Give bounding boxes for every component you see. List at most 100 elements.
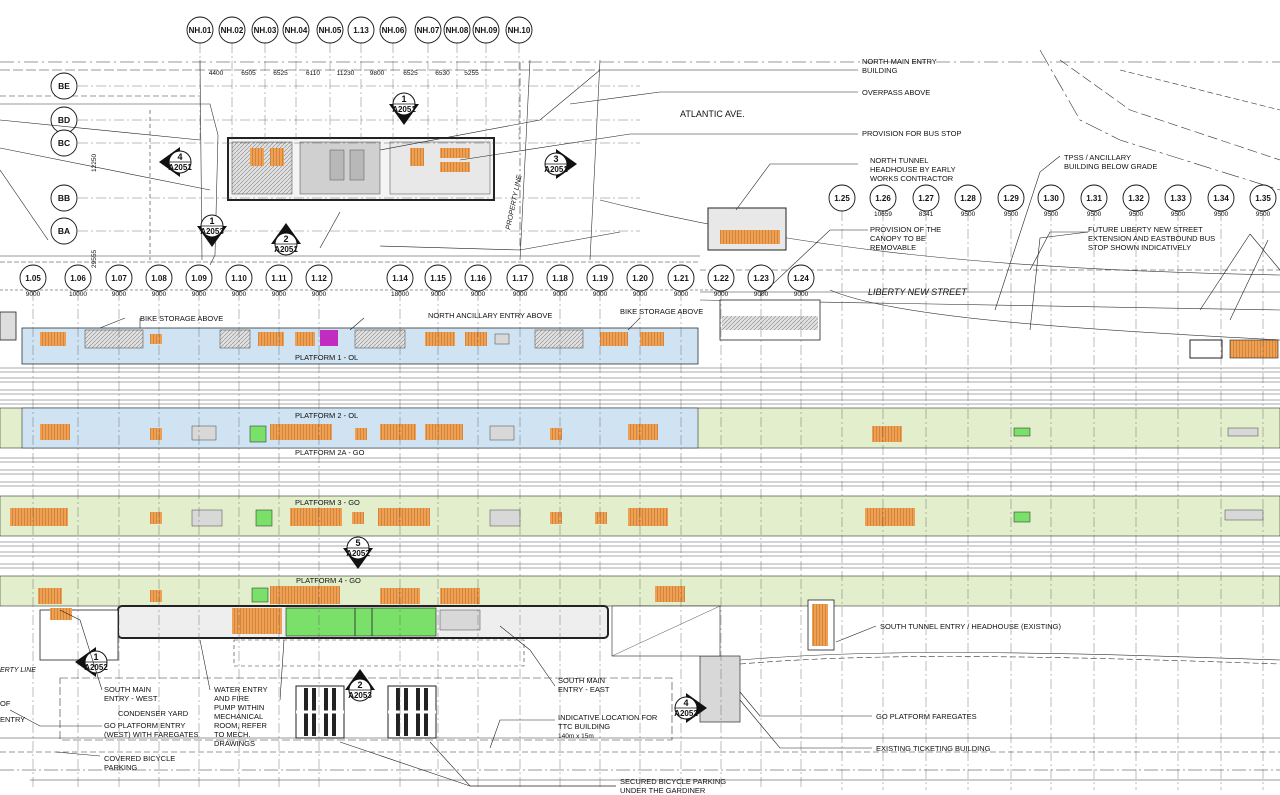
- gridline-1-27-label: 1.27: [918, 194, 934, 203]
- gridline-1-26: [869, 184, 897, 212]
- label-platform-2: PLATFORM 2 - OL: [295, 411, 358, 420]
- label-secured-bike-1: SECURED BICYCLE PARKING: [620, 777, 726, 786]
- gridline-1-29-label: 1.29: [1003, 194, 1019, 203]
- gridline-1-18-dimension: 9000: [553, 291, 568, 298]
- label-left-partial-2: ENTRY: [0, 715, 25, 724]
- label-secured-bike-2: UNDER THE GARDINER: [620, 786, 706, 795]
- section-markers: 1A20514A20513A20511A20532A20515A20521A20…: [75, 92, 707, 723]
- gridline-1-07-label: 1.07: [111, 274, 127, 283]
- section-marker-ref: A2052: [674, 709, 698, 718]
- gridline-1-28: [954, 184, 982, 212]
- dim-1-28: 9500: [961, 211, 976, 218]
- label-platform-1: PLATFORM 1 - OL: [295, 353, 358, 362]
- gridline-NH-05-label: NH.05: [319, 26, 342, 35]
- gridline-NH-09: [472, 16, 500, 44]
- label-bike-storage-east: BIKE STORAGE ABOVE: [620, 307, 703, 316]
- gridline-1-05-dimension: 9000: [26, 291, 41, 298]
- gridline-1-22-dimension: 9000: [714, 291, 729, 298]
- gridline-1-34: [1207, 184, 1235, 212]
- label-south-main-west-2: ENTRY - WEST: [104, 694, 158, 703]
- platform-4-elements: [38, 586, 685, 604]
- platform-2-elements: [40, 424, 1259, 443]
- label-canopy-2: CANOPY TO BE: [870, 234, 926, 243]
- label-south-main-west-1: SOUTH MAIN: [104, 685, 151, 694]
- dim-1-32: 9500: [1129, 211, 1144, 218]
- gridline-NH-10-label: NH.10: [508, 26, 531, 35]
- label-water-entry-6: TO MECH.: [214, 730, 251, 739]
- site-linework: [0, 49, 1280, 341]
- gridline-1-14-dimension: 18000: [391, 291, 409, 298]
- gridline-NH-03: [251, 16, 279, 44]
- gridline-1-22-label: 1.22: [713, 274, 729, 283]
- label-north-tunnel-2: HEADHOUSE BY EARLY: [870, 165, 956, 174]
- platform-3-elements: [10, 508, 1264, 527]
- gridline-1-19-label: 1.19: [592, 274, 608, 283]
- gridline-1-20-dimension: 9000: [633, 291, 648, 298]
- gridline-1-12-dimension: 9000: [312, 291, 327, 298]
- section-marker-number: 3: [553, 154, 558, 164]
- gridline-NH-07-label: NH.07: [417, 26, 440, 35]
- secured-bicycle-parking: [295, 685, 437, 739]
- gridline-1-15-label: 1.15: [430, 274, 446, 283]
- label-liberty-new-street: LIBERTY NEW STREET: [868, 287, 968, 297]
- section-marker-number: 1: [401, 94, 406, 104]
- row-dim-bc-bb: 12250: [91, 154, 98, 172]
- label-tpss-1: TPSS / ANCILLARY: [1064, 153, 1131, 162]
- gridline-1-14: [386, 264, 414, 292]
- gridline-1-09-dimension: 9000: [192, 291, 207, 298]
- gridline-NH-08: [443, 16, 471, 44]
- row-gridline-BB: [50, 184, 78, 212]
- dim-1-34: 9500: [1214, 211, 1229, 218]
- gridline-1-24-label: 1.24: [793, 274, 809, 283]
- label-left-partial-1: OF: [0, 699, 11, 708]
- gridline-1-09: [185, 264, 213, 292]
- label-platform-2a: PLATFORM 2A - GO: [295, 448, 365, 457]
- row-gridline-BB-label: BB: [58, 193, 70, 203]
- gridline-NH-02-label: NH.02: [221, 26, 244, 35]
- label-water-entry-7: DRAWINGS: [214, 739, 255, 748]
- dim-1-33: 9500: [1171, 211, 1186, 218]
- section-marker-ref: A2051: [392, 105, 416, 114]
- gridline-1-17: [506, 264, 534, 292]
- label-north-main-entry-1: NORTH MAIN ENTRY: [862, 57, 937, 66]
- gridline-1-10-dimension: 9000: [232, 291, 247, 298]
- annotations: NORTH MAIN ENTRY BUILDING OVERPASS ABOVE…: [0, 57, 1215, 795]
- gridline-1-20: [626, 264, 654, 292]
- dim-1-30: 9500: [1044, 211, 1059, 218]
- dim-NH-03: 6505: [241, 70, 256, 77]
- gridline-1-31: [1080, 184, 1108, 212]
- gridline-1-13: [347, 16, 375, 44]
- gridline-1-16: [464, 264, 492, 292]
- label-condenser-yard: CONDENSER YARD: [118, 709, 189, 718]
- dim-NH-02: 4400: [209, 70, 224, 77]
- section-marker-ref: A2052: [84, 663, 108, 672]
- label-north-main-entry-2: BUILDING: [862, 66, 898, 75]
- row-gridline-BD-label: BD: [58, 115, 70, 125]
- gridline-1-08: [145, 264, 173, 292]
- label-platform-3: PLATFORM 3 - GO: [295, 498, 360, 507]
- gridline-1-14-label: 1.14: [392, 274, 408, 283]
- gridline-1-28-label: 1.28: [960, 194, 976, 203]
- row-gridline-BE: [50, 72, 78, 100]
- section-marker-number: 4: [683, 698, 688, 708]
- label-covered-bike-1: COVERED BICYCLE: [104, 754, 175, 763]
- gridline-1-33-label: 1.33: [1170, 194, 1186, 203]
- dim-1-35: 9500: [1256, 211, 1271, 218]
- dim-NH-05: 6110: [306, 70, 320, 77]
- section-marker-number: 5: [355, 538, 360, 548]
- label-water-entry-4: MECHANICAL: [214, 712, 263, 721]
- label-water-entry-5: ROOM, REFER: [214, 721, 268, 730]
- section-marker-ref: A2053: [348, 691, 372, 700]
- label-atlantic-ave: ATLANTIC AVE.: [680, 109, 745, 119]
- gridline-1-21-label: 1.21: [673, 274, 689, 283]
- dim-NH-04: 6525: [273, 70, 288, 77]
- elevator: [249, 425, 267, 443]
- label-water-entry-3: PUMP WITHIN: [214, 703, 264, 712]
- label-property-line: PROPERTY LINE: [505, 174, 524, 230]
- label-overpass: OVERPASS ABOVE: [862, 88, 930, 97]
- gridline-1-18-label: 1.18: [552, 274, 568, 283]
- label-ttc-3: 140m x 15m: [558, 733, 594, 740]
- dim-1-29: 9500: [1004, 211, 1019, 218]
- gridline-NH-04-label: NH.04: [285, 26, 308, 35]
